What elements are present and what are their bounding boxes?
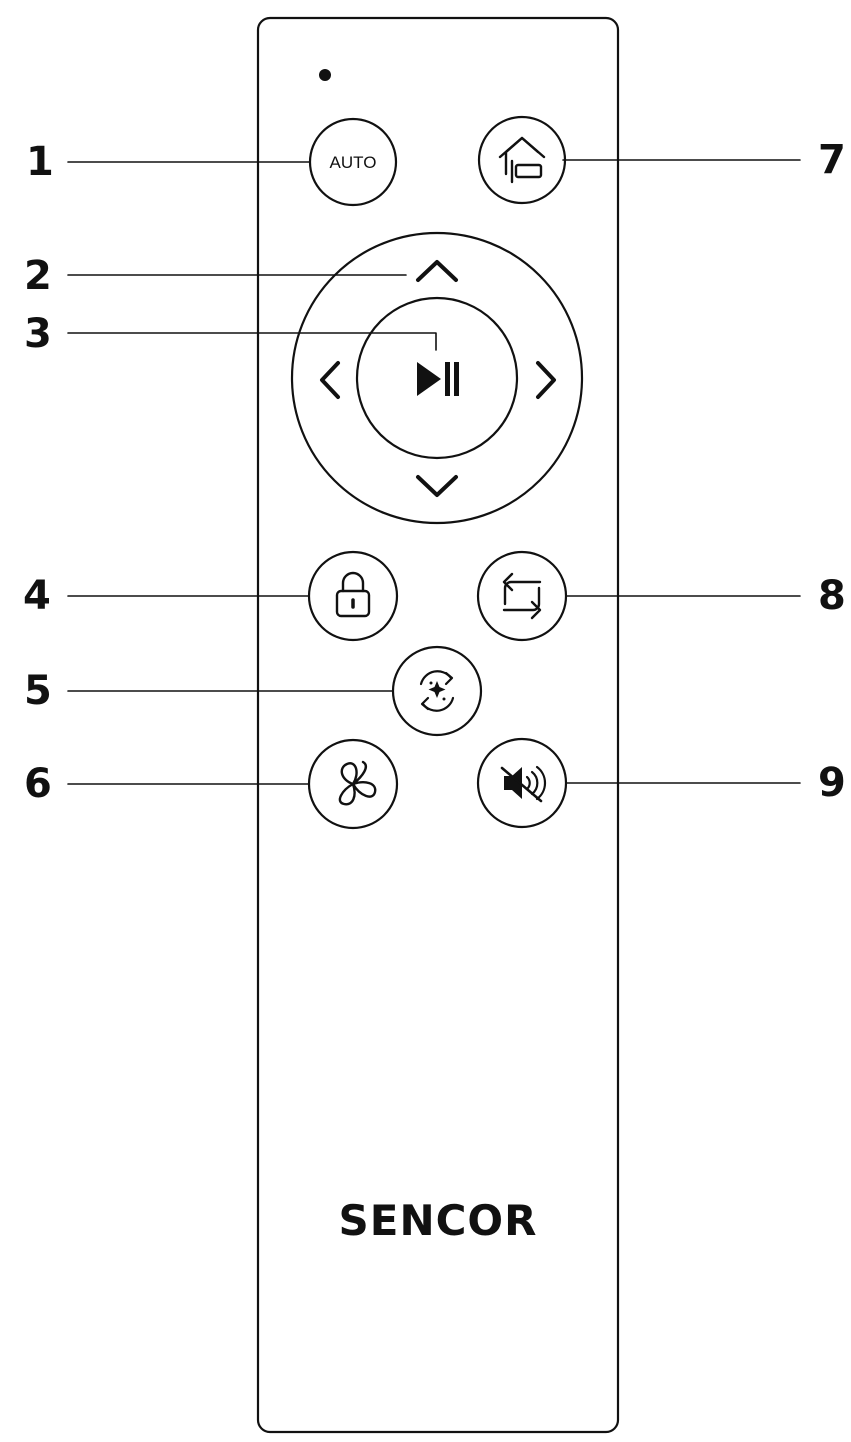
auto-button-label: AUTO — [330, 153, 377, 172]
lock-button[interactable] — [307, 550, 399, 642]
callout-line-3 — [67, 332, 437, 351]
right-arrow[interactable] — [536, 361, 556, 399]
callout-number-8: 8 — [818, 573, 846, 619]
callout-number-9: 9 — [818, 760, 846, 806]
repeat-icon — [502, 572, 542, 620]
fan-icon — [338, 760, 377, 806]
callout-number-2: 2 — [24, 253, 52, 299]
home-dock-button[interactable] — [477, 115, 567, 205]
callout-number-7: 7 — [818, 137, 846, 183]
callout-number-1: 1 — [26, 139, 54, 185]
auto-button[interactable]: AUTO — [308, 117, 398, 207]
brand-logo: SENCOR — [338, 1196, 538, 1245]
callout-number-6: 6 — [24, 761, 52, 807]
fan-button[interactable] — [307, 738, 399, 830]
callout-number-4: 4 — [23, 573, 51, 619]
mute-button[interactable] — [476, 737, 568, 829]
repeat-button[interactable] — [476, 550, 568, 642]
sparkle-rotate-icon — [419, 670, 455, 712]
cleaning-mode-button[interactable] — [391, 645, 483, 737]
play-pause-icon — [417, 362, 459, 396]
home-dock-icon — [498, 136, 546, 184]
left-arrow[interactable] — [320, 361, 340, 399]
direction-ring — [290, 231, 584, 525]
lock-icon — [335, 571, 371, 618]
remote-body — [256, 16, 620, 1434]
up-arrow[interactable] — [416, 260, 458, 282]
callout-number-5: 5 — [24, 668, 52, 714]
callout-number-3: 3 — [24, 311, 52, 357]
speaker-mute-icon — [500, 765, 547, 803]
play-pause-button[interactable] — [355, 296, 519, 460]
down-arrow[interactable] — [416, 475, 458, 497]
indicator-led — [319, 69, 331, 81]
direction-pad — [290, 231, 584, 525]
